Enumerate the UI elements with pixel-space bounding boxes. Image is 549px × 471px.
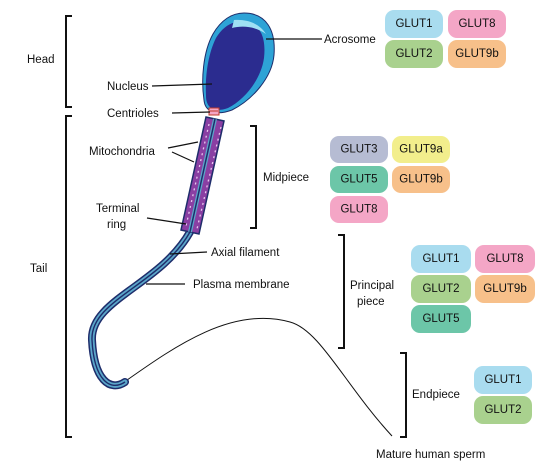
glut-pill-label: GLUT8 xyxy=(458,18,495,30)
terminal-ring-label-line1: Terminal xyxy=(96,203,139,215)
glut-pill xyxy=(330,196,388,223)
axial-filament xyxy=(91,117,214,387)
glut-pill xyxy=(385,10,443,38)
mitochondria-label: Mitochondria xyxy=(89,146,155,158)
glut-pill-label: GLUT1 xyxy=(484,374,521,386)
leader-lines xyxy=(146,38,322,285)
glut-pill-label: GLUT1 xyxy=(422,253,459,265)
principal-piece-bracket xyxy=(338,234,345,349)
glut-pill xyxy=(411,305,471,333)
acrosome-glut-group: GLUT1 GLUT8 GLUT2 GLUT9b xyxy=(385,10,506,68)
glut-pill-label: GLUT5 xyxy=(340,174,377,186)
glut-pill-label: GLUT1 xyxy=(395,18,432,30)
glut-pill-label: GLUT9b xyxy=(455,48,498,60)
glut-pill xyxy=(330,166,388,193)
caption: Mature human sperm xyxy=(376,449,485,461)
endpiece-bracket xyxy=(400,352,407,438)
glut-pill xyxy=(385,40,443,68)
tail-endpiece-line xyxy=(119,317,393,437)
glut-pill xyxy=(411,275,471,303)
midpiece-body xyxy=(180,116,225,235)
glut-pill-label: GLUT3 xyxy=(340,144,377,156)
glut-pill-label: GLUT2 xyxy=(395,48,432,60)
glut-pill xyxy=(448,10,506,38)
glut-pill xyxy=(392,136,450,163)
glut-pill xyxy=(474,366,532,394)
terminal-ring-label-line2: ring xyxy=(107,219,126,231)
glut-pill-label: GLUT2 xyxy=(484,404,521,416)
tail-label: Tail xyxy=(30,263,47,275)
sperm-head xyxy=(202,12,275,116)
head-label: Head xyxy=(27,54,55,66)
nucleus-label: Nucleus xyxy=(107,81,149,93)
endpiece-glut-group: GLUT1 GLUT2 xyxy=(474,366,532,424)
acrosome-label: Acrosome xyxy=(324,34,376,46)
tail-bracket xyxy=(65,115,72,438)
glut-pill xyxy=(392,166,450,193)
glut-pill xyxy=(448,40,506,68)
principal-piece-glut-group: GLUT1 GLUT8 GLUT2 GLUT9b GLUT5 xyxy=(411,245,535,333)
glut-pill xyxy=(330,136,388,163)
glut-pill-label: GLUT9b xyxy=(399,174,442,186)
glut-pill xyxy=(475,275,535,303)
glut-pill-label: GLUT8 xyxy=(486,253,523,265)
glut-pill xyxy=(411,245,471,273)
glut-pill-label: GLUT2 xyxy=(422,283,459,295)
head-bracket xyxy=(65,15,72,108)
principal-piece-label-line1: Principal xyxy=(350,280,394,292)
glut-pill-label: GLUT9b xyxy=(483,283,526,295)
midpiece-bracket xyxy=(250,125,257,229)
glut-pill xyxy=(474,396,532,424)
midpiece-label: Midpiece xyxy=(263,172,309,184)
glut-pill-label: GLUT8 xyxy=(340,204,377,216)
principal-piece-label-line2: piece xyxy=(357,296,385,308)
midpiece-glut-group: GLUT3 GLUT9a GLUT5 GLUT9b GLUT8 xyxy=(330,136,450,223)
glut-pill-label: GLUT5 xyxy=(422,313,459,325)
plasma-membrane-label: Plasma membrane xyxy=(193,279,290,291)
axial-filament-label: Axial filament xyxy=(211,247,280,259)
centrioles-label: Centrioles xyxy=(107,108,159,120)
glut-pill-label: GLUT9a xyxy=(399,144,443,156)
nucleus-highlight xyxy=(232,19,266,34)
glut-pill xyxy=(475,245,535,273)
nucleus-shape xyxy=(205,21,265,110)
endpiece-label: Endpiece xyxy=(412,389,460,401)
